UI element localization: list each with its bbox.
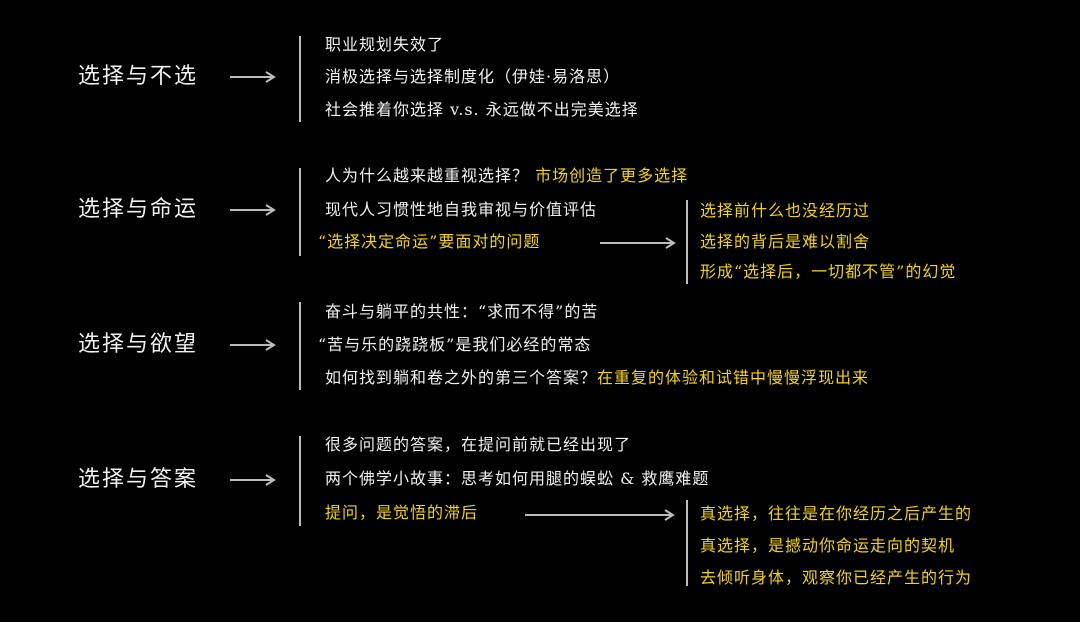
bracket-line	[299, 36, 301, 122]
list-item: 社会推着你选择 v.s. 永远做不出完美选择	[325, 100, 639, 119]
list-item: 奋斗与躺平的共性：“求而不得”的苦	[325, 302, 599, 321]
section-title-choice-and-desire: 选择与欲望	[78, 332, 199, 357]
list-item: 两个佛学小故事：思考如何用腿的蜈蚣 & 救鹰难题	[325, 469, 710, 488]
section-title-choice-and-answer: 选择与答案	[78, 467, 199, 492]
arrow-icon	[230, 339, 276, 351]
list-item: “苦与乐的跷跷板”是我们必经的常态	[318, 335, 592, 354]
bracket-line	[299, 302, 301, 390]
sub-item: 选择前什么也没经历过	[700, 201, 871, 220]
sub-item: 去倾听身体，观察你已经产生的行为	[700, 568, 973, 587]
sub-item: 选择的背后是难以割舍	[700, 232, 871, 251]
list-item: 很多问题的答案，在提问前就已经出现了	[325, 435, 632, 454]
list-item: 职业规划失效了	[325, 35, 445, 54]
section-title-choice-and-non-choice: 选择与不选	[78, 64, 199, 89]
item-text: 人为什么越来越重视选择？	[325, 166, 530, 185]
section-title-choice-and-fate: 选择与命运	[78, 197, 199, 222]
list-item: 现代人习惯性地自我审视与价值评估	[325, 200, 598, 219]
list-item: “选择决定命运”要面对的问题	[318, 232, 541, 251]
bracket-line	[299, 168, 301, 256]
bracket-line	[686, 200, 688, 284]
list-item: 如何找到躺和卷之外的第三个答案？在重复的体验和试错中慢慢浮现出来	[325, 368, 869, 388]
sub-item: 形成“选择后，一切都不管”的幻觉	[700, 262, 957, 281]
list-item: 提问，是觉悟的滞后	[325, 503, 479, 522]
arrow-icon	[525, 509, 675, 521]
arrow-icon	[230, 204, 276, 216]
list-item: 消极选择与选择制度化（伊娃·易洛思）	[325, 67, 621, 86]
list-item: 人为什么越来越重视选择？ 市场创造了更多选择	[325, 166, 688, 186]
item-highlight: 在重复的体验和试错中慢慢浮现出来	[597, 368, 870, 387]
item-text: 如何找到躺和卷之外的第三个答案？	[325, 368, 598, 387]
sub-item: 真选择，往往是在你经历之后产生的	[700, 504, 973, 523]
bracket-line	[686, 500, 688, 586]
sub-item: 真选择，是撼动你命运走向的契机	[700, 536, 956, 555]
arrow-icon	[230, 474, 276, 486]
arrow-icon	[600, 237, 676, 249]
item-highlight: 市场创造了更多选择	[535, 166, 689, 185]
bracket-line	[299, 436, 301, 526]
arrow-icon	[230, 71, 276, 83]
